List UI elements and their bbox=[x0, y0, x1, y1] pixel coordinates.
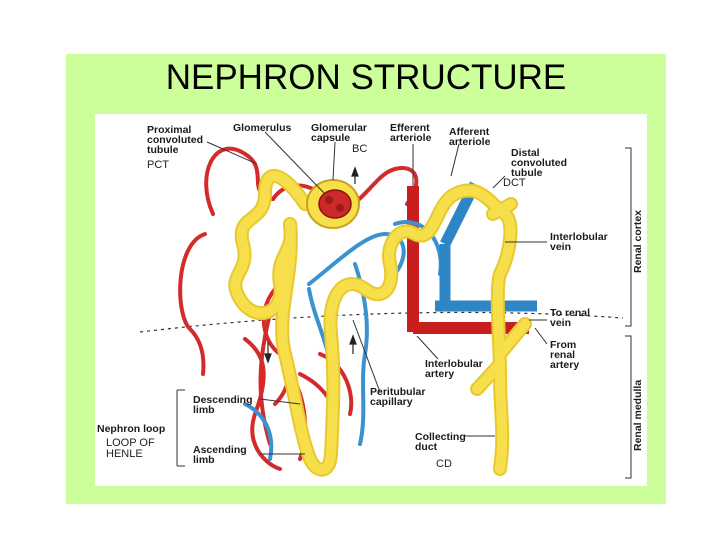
slide-title: NEPHRON STRUCTURE bbox=[165, 58, 567, 97]
label-distal-tubule: Distal convoluted tubule bbox=[511, 147, 568, 179]
label-descending-limb: Descending limb bbox=[193, 394, 253, 416]
annotation-dct: DCT bbox=[503, 177, 526, 189]
leader-lines bbox=[176, 131, 632, 479]
annotation-loop-of-henle: LOOP OF HENLE bbox=[106, 437, 155, 460]
label-nephron-loop: Nephron loop bbox=[97, 423, 166, 435]
label-glomerulus: Glomerulus bbox=[233, 122, 292, 134]
label-interlobular-artery: Interlobular artery bbox=[425, 358, 483, 380]
label-ascending-limb: Ascending limb bbox=[193, 444, 247, 466]
annotation-bc: BC bbox=[352, 143, 368, 155]
label-renal-medulla: Renal medulla bbox=[632, 379, 644, 451]
label-glomerular-capsule: Glomerular capsule bbox=[311, 122, 368, 144]
label-peritubular-capillary: Peritubular capillary bbox=[370, 386, 426, 408]
interlobular-artery bbox=[407, 186, 529, 334]
label-efferent-arteriole: Efferent arteriole bbox=[390, 122, 432, 144]
corticomedullary-boundary bbox=[139, 311, 624, 333]
nephron-illustration bbox=[139, 131, 632, 479]
label-interlobular-vein: Interlobular vein bbox=[550, 231, 608, 253]
label-collecting-duct: Collecting duct bbox=[415, 431, 466, 453]
glomerulus bbox=[318, 189, 352, 219]
label-renal-cortex: Renal cortex bbox=[632, 209, 644, 273]
label-from-renal-artery: From renal artery bbox=[550, 339, 580, 371]
label-to-renal-vein: To renal vein bbox=[550, 307, 591, 329]
nephron-diagram: Proximal convoluted tubule Glomerulus Gl… bbox=[95, 114, 647, 486]
nephron-tubule bbox=[230, 170, 530, 475]
label-proximal-tubule: Proximal convoluted tubule bbox=[147, 124, 204, 156]
annotation-pct: PCT bbox=[147, 159, 169, 171]
flow-arrows bbox=[264, 166, 359, 364]
annotation-cd: CD bbox=[436, 458, 452, 470]
label-afferent-arteriole: Afferent arteriole bbox=[449, 126, 491, 148]
